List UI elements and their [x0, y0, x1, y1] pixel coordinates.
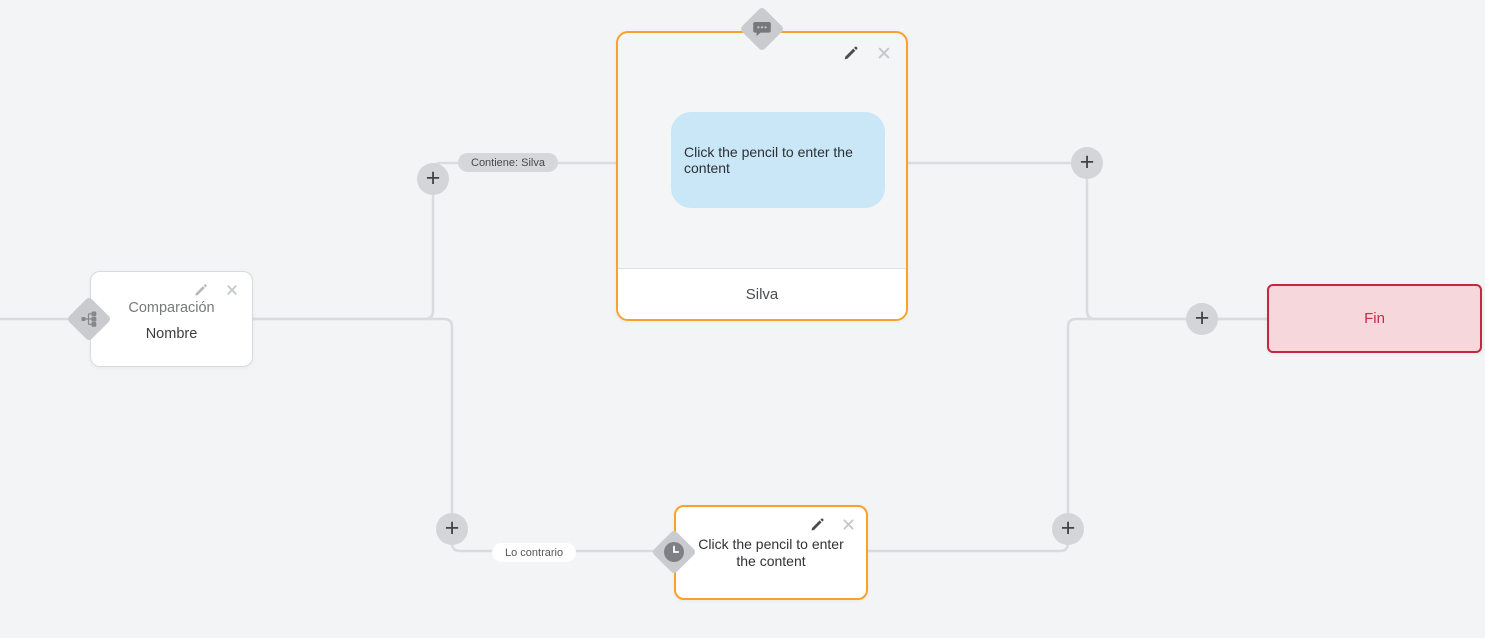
plus-icon: + [444, 513, 460, 542]
comparison-node[interactable]: Comparación Nombre [90, 271, 253, 367]
add-node-button-top-left[interactable]: + [417, 163, 449, 195]
wait-node[interactable]: Click the pencil to enter the content [674, 505, 868, 600]
add-node-button-top-right[interactable]: + [1071, 147, 1103, 179]
message-port-diamond [739, 6, 785, 52]
clock-icon [663, 541, 685, 563]
message-node[interactable]: Click the pencil to enter the content Si… [616, 31, 908, 321]
plus-icon: + [1194, 303, 1210, 332]
message-bubble: Click the pencil to enter the content [671, 112, 885, 208]
branch-icon [81, 311, 97, 327]
end-node-label: Fin [1364, 310, 1385, 327]
comparison-port-diamond [66, 296, 112, 342]
comparison-node-value: Nombre [145, 326, 198, 342]
add-node-button-bottom-right[interactable]: + [1052, 513, 1084, 545]
wait-node-placeholder: Click the pencil to enter the content [698, 536, 844, 569]
edge-label-otherwise: Lo contrario [492, 543, 577, 562]
close-icon[interactable] [839, 515, 857, 533]
plus-icon: + [425, 163, 441, 192]
comparison-node-title: Comparación [128, 300, 215, 316]
add-node-button-before-end[interactable]: + [1186, 303, 1218, 335]
end-node[interactable]: Fin [1267, 284, 1482, 353]
message-node-name: Silva [618, 268, 906, 319]
edit-icon[interactable] [808, 515, 826, 533]
plus-icon: + [1079, 147, 1095, 176]
edge-label-contains: Contiene: Silva [458, 153, 558, 172]
close-icon[interactable] [875, 44, 893, 62]
wait-port-diamond [651, 529, 697, 575]
close-icon[interactable] [223, 281, 241, 299]
edit-icon[interactable] [842, 44, 860, 62]
chat-icon [753, 21, 771, 37]
add-node-button-bottom-left[interactable]: + [436, 513, 468, 545]
plus-icon: + [1060, 513, 1076, 542]
edit-icon[interactable] [192, 281, 210, 299]
